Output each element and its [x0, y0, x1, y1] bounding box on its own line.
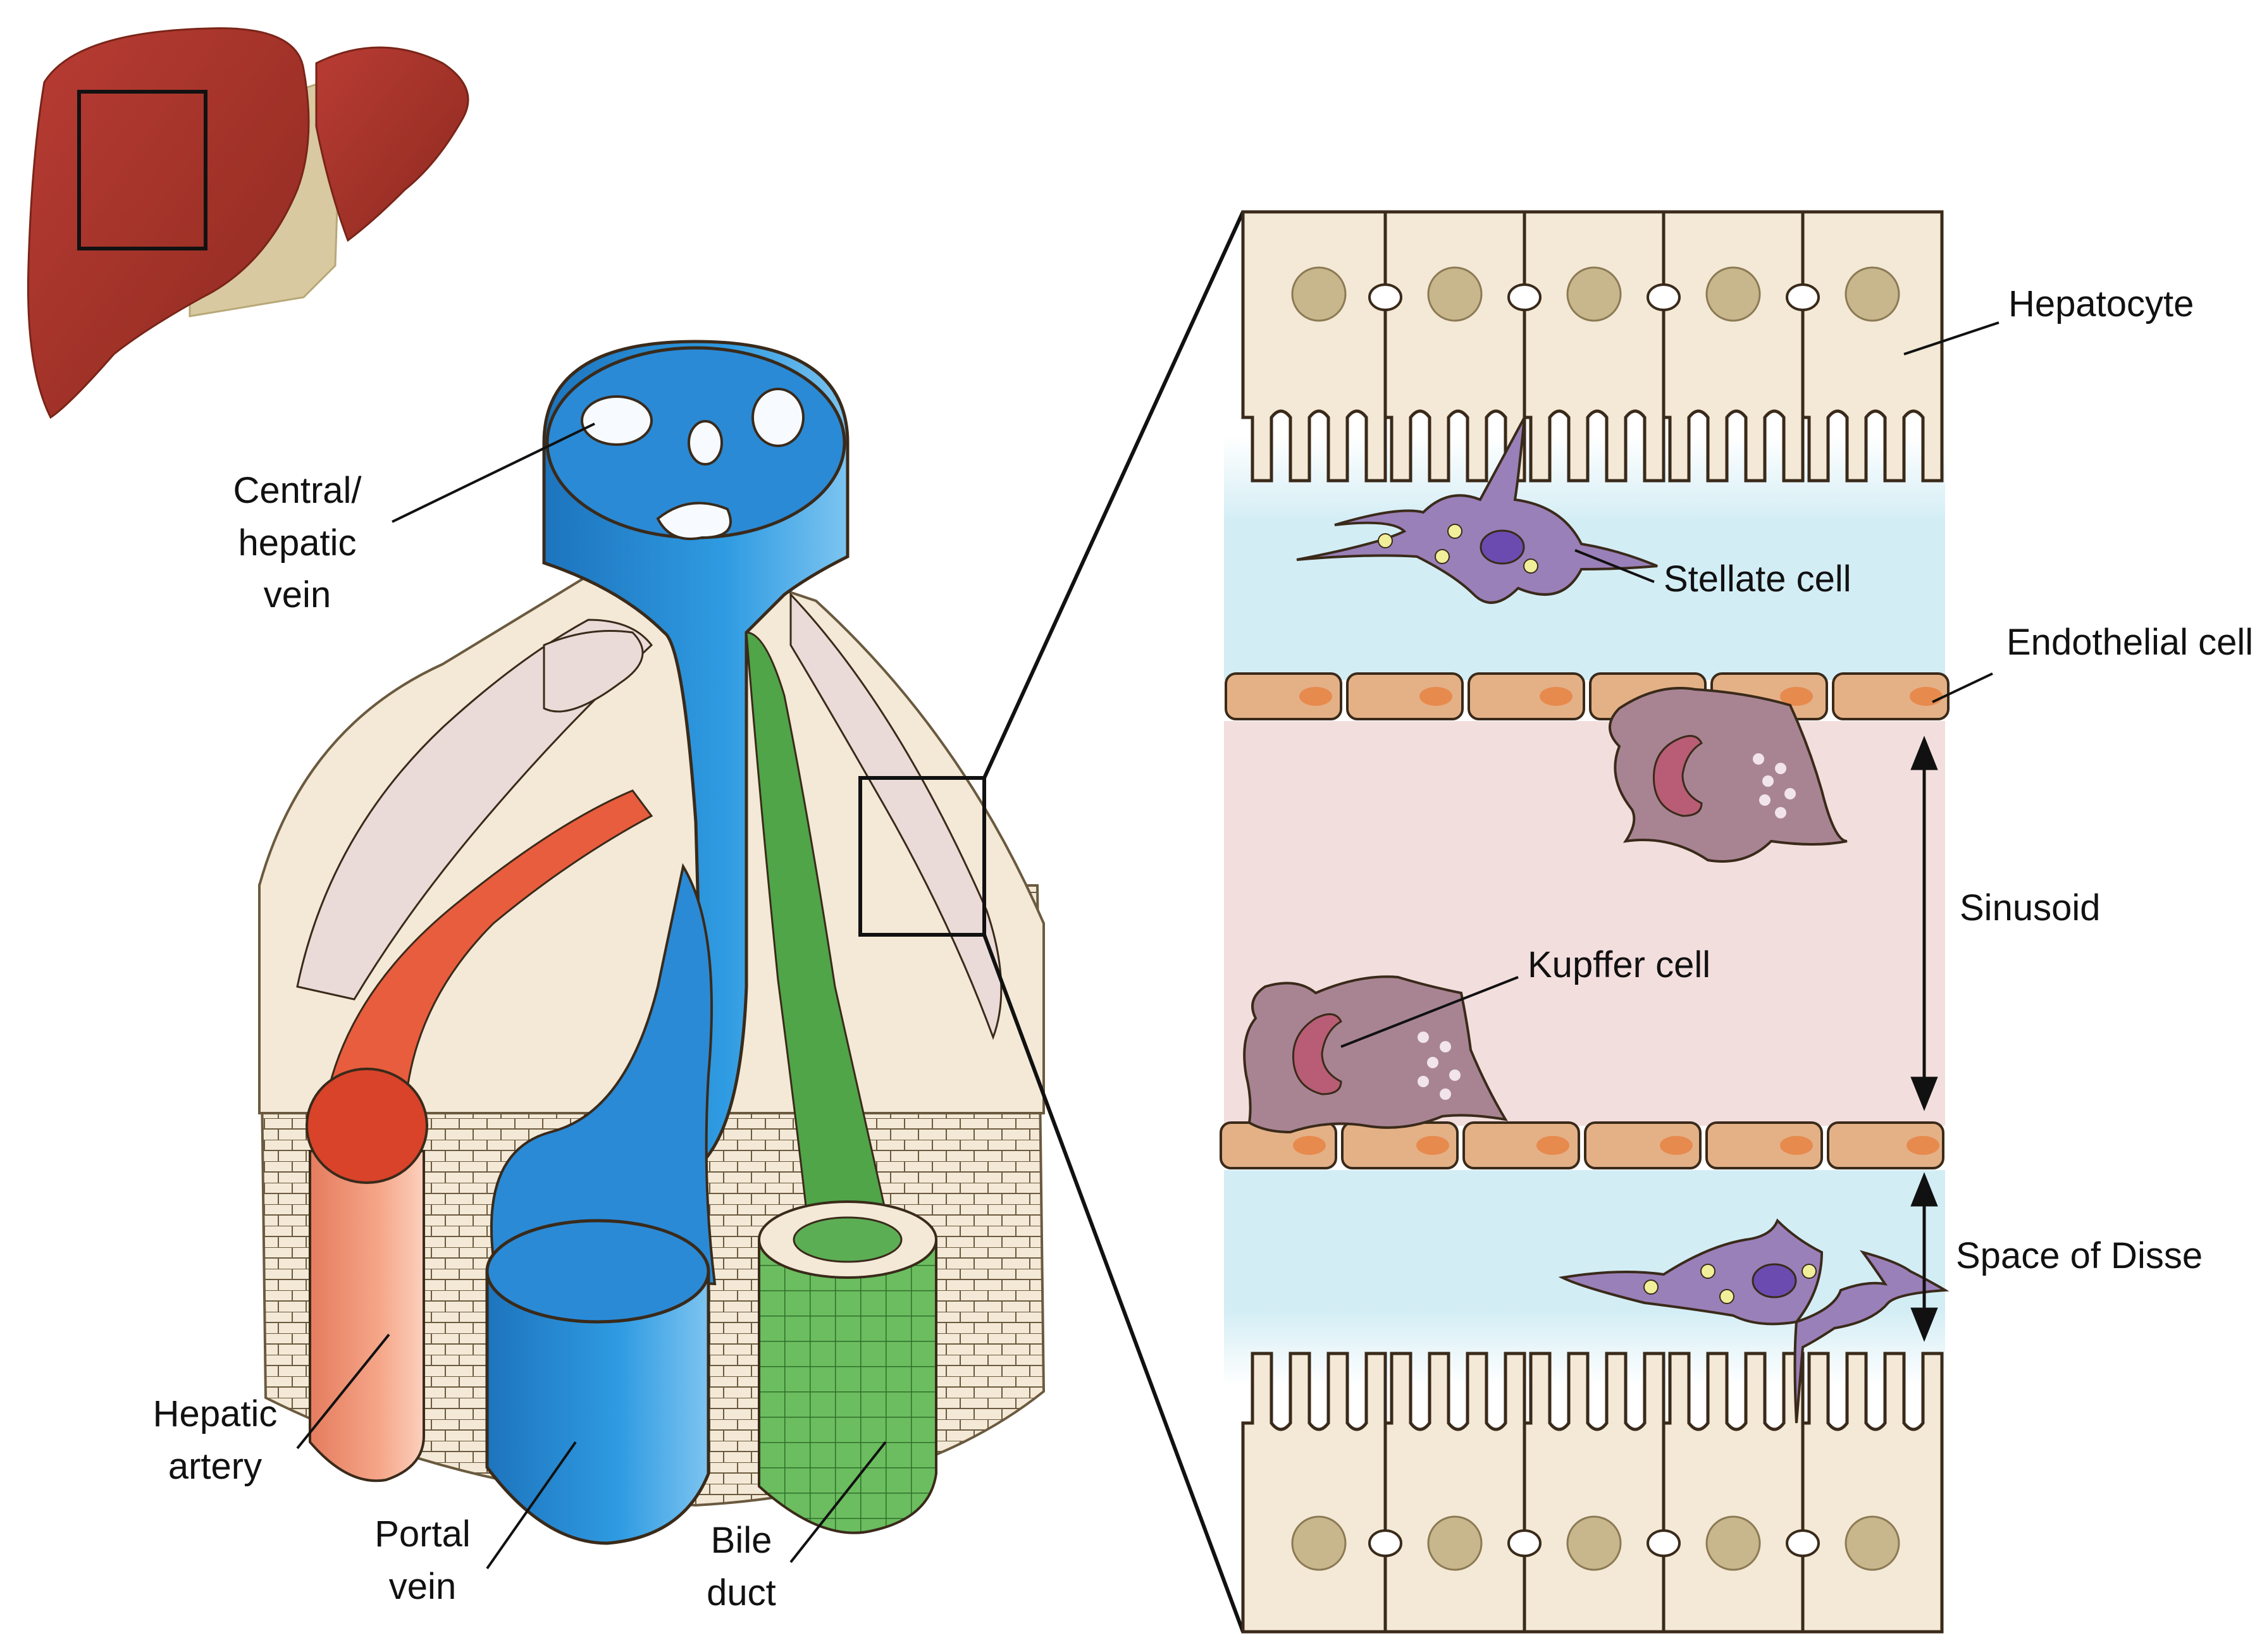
plate-space-right — [789, 592, 1003, 1040]
zoom-line-bottom — [982, 934, 1245, 1633]
label-central-vein-3: vein — [264, 574, 331, 615]
hepatic-artery-top — [306, 1068, 428, 1184]
liver-right-lobe — [27, 27, 310, 419]
central-vein — [542, 340, 850, 1178]
leader-central-vein — [392, 422, 595, 523]
zoom-region-box — [77, 90, 207, 250]
hepatic-artery-branch — [328, 789, 653, 1115]
label-portal-vein-2: vein — [389, 1566, 456, 1607]
leader-lines — [296, 321, 1999, 1570]
label-endothelial-cell: Endothelial cell — [2006, 622, 2253, 663]
liver-thumbnail — [27, 27, 469, 419]
label-hepatic-artery-1: Hepatic — [153, 1393, 278, 1434]
leader-stellate — [1574, 549, 1655, 583]
label-portal-vein-1: Portal — [374, 1513, 471, 1555]
plate-space-left — [296, 619, 653, 1001]
leader-hepatic-artery — [296, 1333, 390, 1450]
endothelial-layer-bottom — [1220, 1121, 1944, 1169]
label-central-vein-2: hepatic — [238, 522, 356, 564]
hepatocyte-row-top — [1241, 210, 1944, 483]
leader-bile-duct — [789, 1441, 887, 1563]
hepatic-artery — [309, 1150, 425, 1482]
liver-lobule — [257, 340, 1046, 1545]
portal-vein-top — [485, 1219, 710, 1324]
liver-left-lobe — [315, 46, 469, 242]
kupffer-cell-bottom — [1243, 975, 1508, 1134]
leader-kupffer — [1340, 976, 1519, 1048]
label-hepatic-artery-2: artery — [168, 1446, 262, 1487]
vein-lumen-2 — [688, 420, 723, 465]
bile-duct-lumen — [793, 1216, 903, 1263]
label-sinusoid: Sinusoid — [1960, 887, 2100, 928]
label-bile-duct-1: Bile — [711, 1520, 772, 1561]
vein-lumen-4 — [656, 502, 732, 540]
hepatocyte-nuclei-bottom — [1291, 1515, 1900, 1571]
portal-vein-branch — [490, 863, 717, 1286]
vein-lumen-1 — [581, 395, 653, 446]
endothelial-layer-top — [1225, 672, 1950, 720]
bile-canaliculi-top — [1368, 283, 1820, 311]
bile-duct-branch — [745, 631, 893, 1241]
label-stellate-cell: Stellate cell — [1664, 558, 1851, 600]
bile-canaliculi-bottom — [1368, 1529, 1820, 1557]
stellate-cell-top — [1296, 417, 1658, 604]
endothelial-nuclei-bottom — [1293, 1136, 1939, 1155]
label-space-of-disse: Space of Disse — [1956, 1235, 2203, 1276]
vein-lumen-3 — [751, 388, 805, 447]
hepatocyte-nuclei-top — [1291, 266, 1900, 322]
label-bile-duct-2: duct — [707, 1572, 776, 1613]
lobule-zoom-box — [858, 776, 986, 937]
label-central-vein-1: Central/ — [233, 470, 362, 511]
sinusoid-arrow — [1910, 736, 1938, 1111]
leader-portal-vein — [486, 1441, 577, 1570]
bile-duct — [758, 1238, 937, 1534]
sinusoid-detail — [1220, 210, 1950, 1634]
kupffer-cell-top — [1609, 687, 1848, 863]
zoom-line-top — [982, 211, 1245, 779]
leader-endothelial — [1932, 672, 1993, 703]
leader-hepatocyte — [1903, 321, 1999, 355]
stellate-cell-bottom — [1558, 1218, 1950, 1424]
plate-space-center — [543, 630, 644, 713]
portal-vein — [485, 1269, 710, 1545]
space-of-disse-arrow — [1910, 1172, 1938, 1342]
label-hepatocyte: Hepatocyte — [2008, 283, 2194, 324]
hepatocyte-row-bottom — [1241, 1352, 1944, 1634]
label-kupffer-cell: Kupffer cell — [1528, 944, 1710, 985]
